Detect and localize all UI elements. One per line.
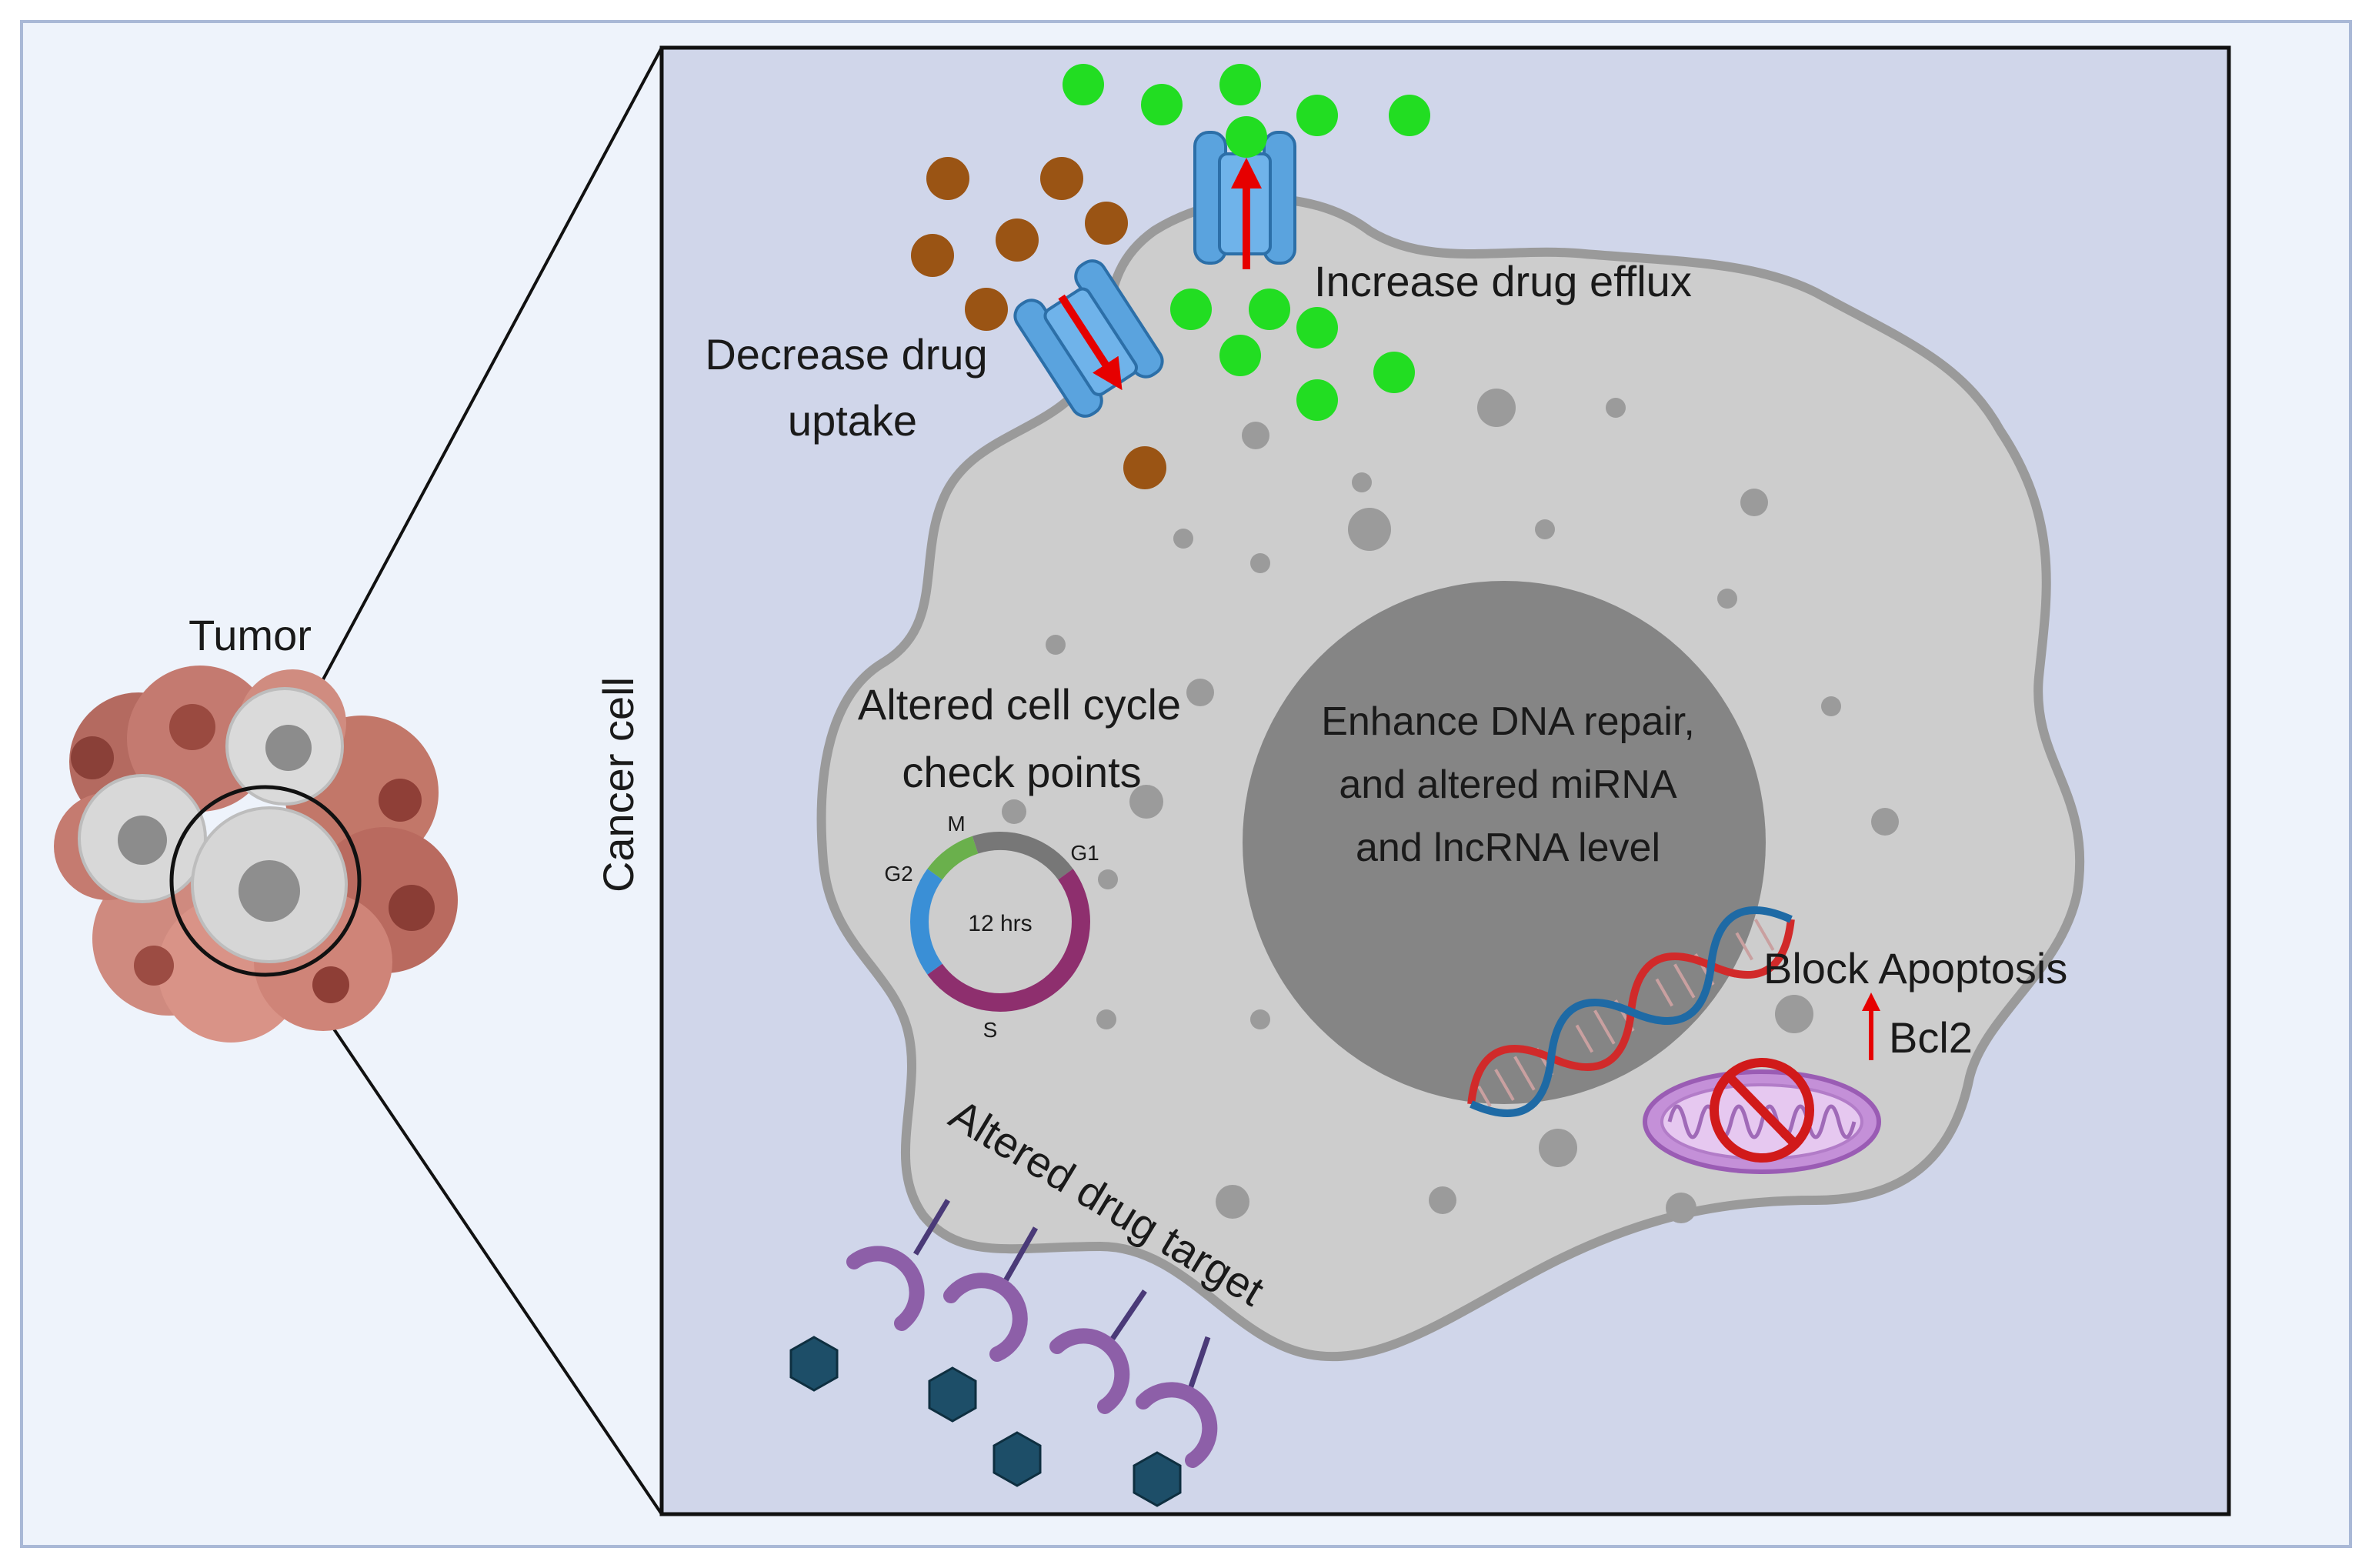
receptor-icon [1049, 1289, 1147, 1414]
efflux-drug-molecules [1063, 64, 1430, 421]
receptor-icon [943, 1226, 1039, 1362]
prohibition-icon [1710, 1058, 1814, 1163]
dna-repair-label-line2: and altered miRNA [1339, 762, 1677, 807]
zoom-line-bottom [295, 972, 663, 1516]
cell-cycle-segment-g1 [972, 832, 1073, 880]
dna-repair-label-line1: Enhance DNA repair, [1321, 699, 1695, 744]
cell-cycle-center-label: 12 hrs [968, 911, 1032, 936]
drug-molecule-icon [1389, 95, 1430, 136]
drug-molecule-icon [1219, 64, 1261, 105]
drug-molecule-icon [1040, 157, 1083, 200]
zoom-line-top [264, 47, 663, 788]
nucleus [1243, 581, 1766, 1104]
drug-molecule-icon [1170, 289, 1212, 330]
receptor-icon [1136, 1336, 1218, 1468]
uptake-drug-molecules [911, 157, 1166, 489]
receptor-icon [846, 1199, 951, 1331]
cytoplasm-granules [1002, 389, 1899, 1223]
drug-molecule-icon [996, 219, 1039, 262]
drug-molecule-icon [911, 234, 954, 277]
cancer-cell-label: Cancer cell [594, 677, 642, 892]
bcl2-label: Bcl2 [1889, 1013, 1973, 1062]
efflux-channel [1193, 116, 1296, 269]
drug-molecule-icon [993, 1431, 1042, 1487]
block-apoptosis-label: Block Apoptosis [1763, 944, 2067, 993]
cell-cycle-phase-g1: G1 [1070, 841, 1099, 865]
decrease-uptake-label-line1: Decrease drug [705, 330, 987, 379]
tumor-illustration: Tumor [54, 611, 458, 1043]
drug-molecule-icon [1133, 1451, 1182, 1507]
dna-repair-label-line3: and lncRNA level [1356, 826, 1660, 870]
increase-efflux-label: Increase drug efflux [1314, 257, 1692, 305]
target-drug-molecules [789, 1336, 1182, 1507]
drug-molecule-icon [1219, 335, 1261, 376]
drug-molecule-icon [965, 288, 1008, 331]
cell-cycle-label-line2: check points [902, 748, 1141, 796]
cell-cycle-phase-m: M [947, 812, 965, 836]
uptake-arrow [1058, 294, 1123, 391]
drug-molecule-icon [1063, 64, 1104, 105]
cell-cycle-segment-g2 [910, 869, 942, 975]
drug-molecule-icon [1373, 352, 1415, 393]
decrease-uptake-label-line2: uptake [788, 396, 917, 445]
receptors [846, 1199, 1218, 1468]
drug-molecule-icon [1141, 84, 1183, 125]
tumor-cluster [54, 666, 458, 1043]
drug-molecule-icon [928, 1366, 977, 1423]
drug-molecule-icon [926, 157, 969, 200]
drug-molecule-icon [789, 1336, 839, 1392]
cell-cycle-label-line1: Altered cell cycle [858, 680, 1181, 729]
cell-cycle-phase-g2: G2 [884, 862, 912, 886]
drug-molecule-icon [1123, 446, 1166, 489]
dna-helix-icon [1467, 906, 1795, 1118]
cell-cycle-phase-s: S [983, 1018, 998, 1042]
drug-molecule-icon [1085, 202, 1128, 245]
uptake-channel [1013, 259, 1164, 418]
cell-cycle-segment-m [927, 836, 979, 880]
drug-molecule-icon [1296, 307, 1338, 349]
tumor-label: Tumor [188, 611, 312, 659]
cell-cycle-segment-s [927, 869, 1090, 1012]
drug-molecule-icon [1249, 289, 1290, 330]
tumor-magnifier-lens [169, 785, 362, 977]
drug-molecule-icon [1296, 379, 1338, 421]
cell-cycle-ring [910, 832, 1090, 1012]
drug-molecule-icon [1296, 95, 1338, 136]
